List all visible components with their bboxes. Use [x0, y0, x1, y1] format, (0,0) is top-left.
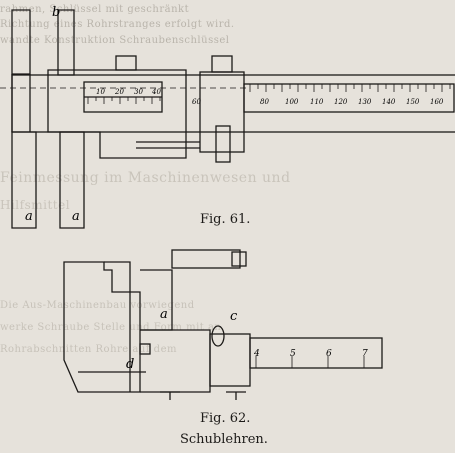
label-a-left: a	[25, 209, 33, 224]
frame-jaw	[63, 261, 141, 393]
bleed-through-line: wandte Konstruktion Schraubenschlüssel	[0, 35, 230, 46]
fig62-scale-number: 4	[253, 349, 260, 359]
bleed-through-line: Hilfsmittel	[0, 198, 71, 212]
label-a-right: a	[72, 209, 80, 224]
scale-number: 60	[192, 98, 201, 106]
clamp-screw-2	[211, 55, 233, 73]
fig62-scale-number: 7	[362, 349, 368, 359]
vernier-number: 30	[134, 88, 143, 96]
bleed-through-line: Rohrabschnitten Rohre auf dem	[0, 344, 177, 355]
bleed-through-line: rahmen, Schlüssel mit geschränkt	[0, 4, 190, 15]
bleed-through-line: Die Aus-Maschinenbau vorwiegend	[0, 300, 195, 311]
micrometer-knob	[231, 251, 247, 267]
bleed-through-line: werke Schraube Stelle und Form mit an	[0, 322, 222, 333]
micrometer-thimble	[171, 249, 241, 269]
thumb-wheel	[215, 125, 231, 163]
clamp-screw-1	[115, 55, 137, 71]
small-screw	[139, 343, 151, 355]
fine-adjust-block	[199, 71, 245, 153]
bleed-through-line: Feinmessung im Maschinenwesen und	[0, 170, 291, 186]
scale-number: 150	[406, 98, 420, 106]
movable-jaw-upper	[57, 9, 75, 76]
clamp-block	[209, 333, 251, 387]
vernier-number: 40	[151, 88, 161, 96]
vernier-number: 10	[96, 88, 105, 96]
figure-62-caption: Fig. 62.	[200, 411, 251, 426]
fig62-scale-number: 5	[290, 349, 296, 359]
scale-number: 100	[285, 98, 299, 106]
figure-61-caption: Fig. 61.	[200, 212, 251, 227]
label-b: b	[52, 5, 60, 20]
scale-number: 110	[310, 98, 324, 106]
slider-body	[47, 69, 187, 159]
vernier-number: 20	[114, 88, 124, 96]
figure-title: Schublehren.	[180, 432, 268, 447]
label-d: d	[126, 357, 134, 372]
fixed-jaw-upper	[11, 9, 31, 75]
main-scale-strip	[243, 83, 455, 113]
fig62-scale-bar	[249, 337, 383, 369]
label-c: c	[230, 309, 238, 324]
label-a: a	[160, 307, 168, 322]
scale-number: 130	[358, 98, 372, 106]
slider-frame	[140, 329, 211, 393]
main-beam	[11, 74, 455, 133]
scale-number: 140	[382, 98, 396, 106]
scale-number: 120	[334, 98, 348, 106]
scale-number: 160	[430, 98, 444, 106]
clamp-knob	[211, 325, 225, 347]
scale-number: 80	[260, 98, 269, 106]
fig62-scale-number: 6	[326, 349, 332, 359]
bleed-through-line: Richtung eines Rohrstranges erfolgt wird…	[0, 19, 235, 30]
